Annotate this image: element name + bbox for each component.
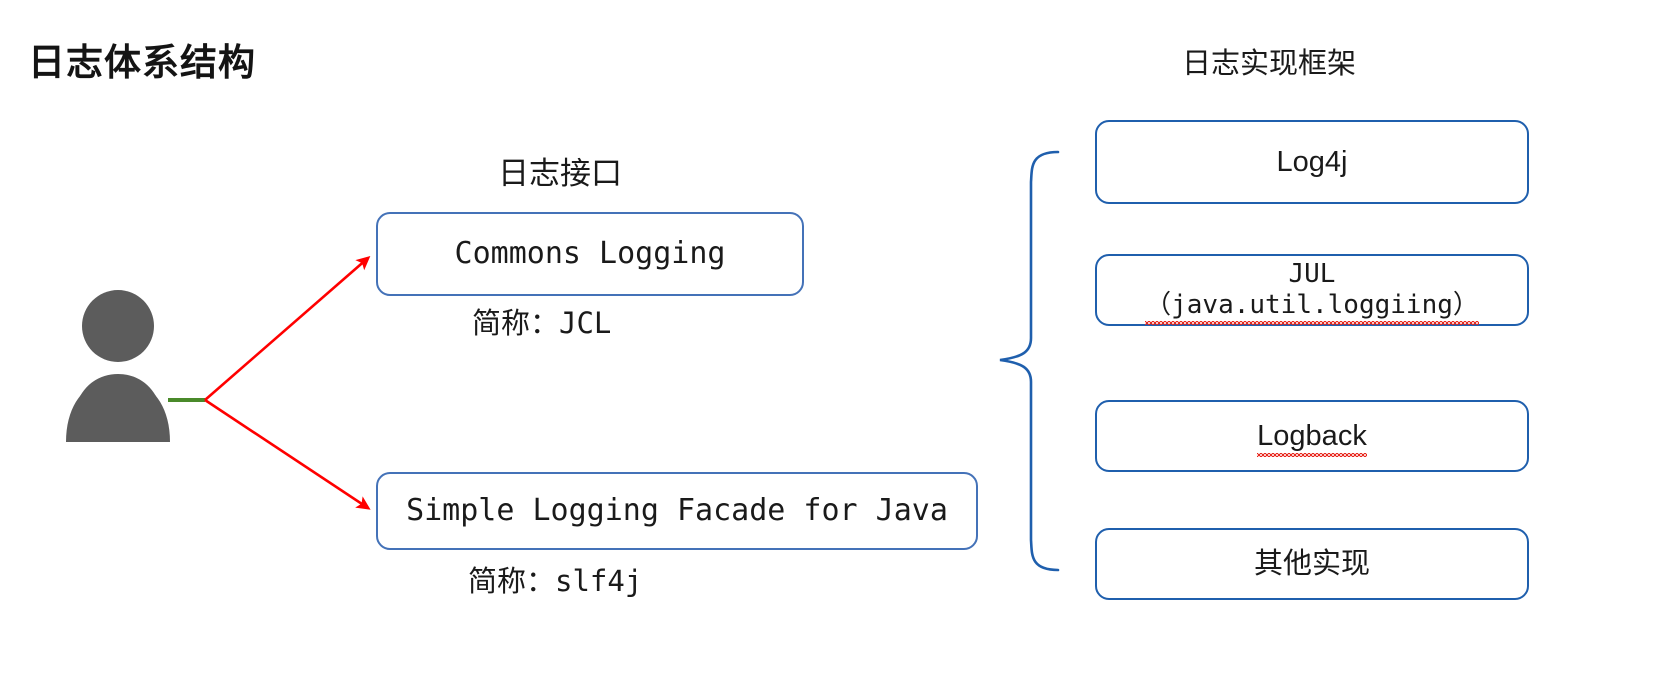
box-other-implementations[interactable]: 其他实现 <box>1095 528 1529 600</box>
log-implementation-heading: 日志实现框架 <box>1182 48 1357 80</box>
caption-slf4j-value: slf4j <box>555 564 643 598</box>
box-logback-label: Logback <box>1257 419 1367 458</box>
box-commons-logging[interactable]: Commons Logging <box>376 212 804 296</box>
caption-jcl-prefix: 简称： <box>472 308 560 340</box>
person-icon <box>60 282 210 442</box>
caption-jcl: 简称：JCL <box>472 300 611 342</box>
box-simple-logging-facade-for-java[interactable]: Simple Logging Facade for Java <box>376 472 978 550</box>
page-title: 日志体系结构 <box>28 42 256 83</box>
box-jul-label-line1: JUL <box>1288 259 1336 290</box>
box-log4j-label: Log4j <box>1276 145 1348 178</box>
box-logback[interactable]: Logback <box>1095 400 1529 472</box>
caption-slf4j: 简称：slf4j <box>468 558 642 600</box>
box-log4j[interactable]: Log4j <box>1095 120 1529 204</box>
box-jul-label-line2: （java.util.loggiing） <box>1145 290 1479 325</box>
box-other-label: 其他实现 <box>1253 547 1370 580</box>
box-commons-logging-label: Commons Logging <box>454 236 726 272</box>
log-interface-heading: 日志接口 <box>498 156 622 191</box>
box-jul[interactable]: JUL （java.util.loggiing） <box>1095 254 1529 326</box>
caption-jcl-value: JCL <box>559 306 612 340</box>
caption-slf4j-prefix: 简称： <box>468 566 556 598</box>
box-jul-text: JUL （java.util.loggiing） <box>1145 259 1479 325</box>
box-slf4j-label: Simple Logging Facade for Java <box>406 493 948 529</box>
